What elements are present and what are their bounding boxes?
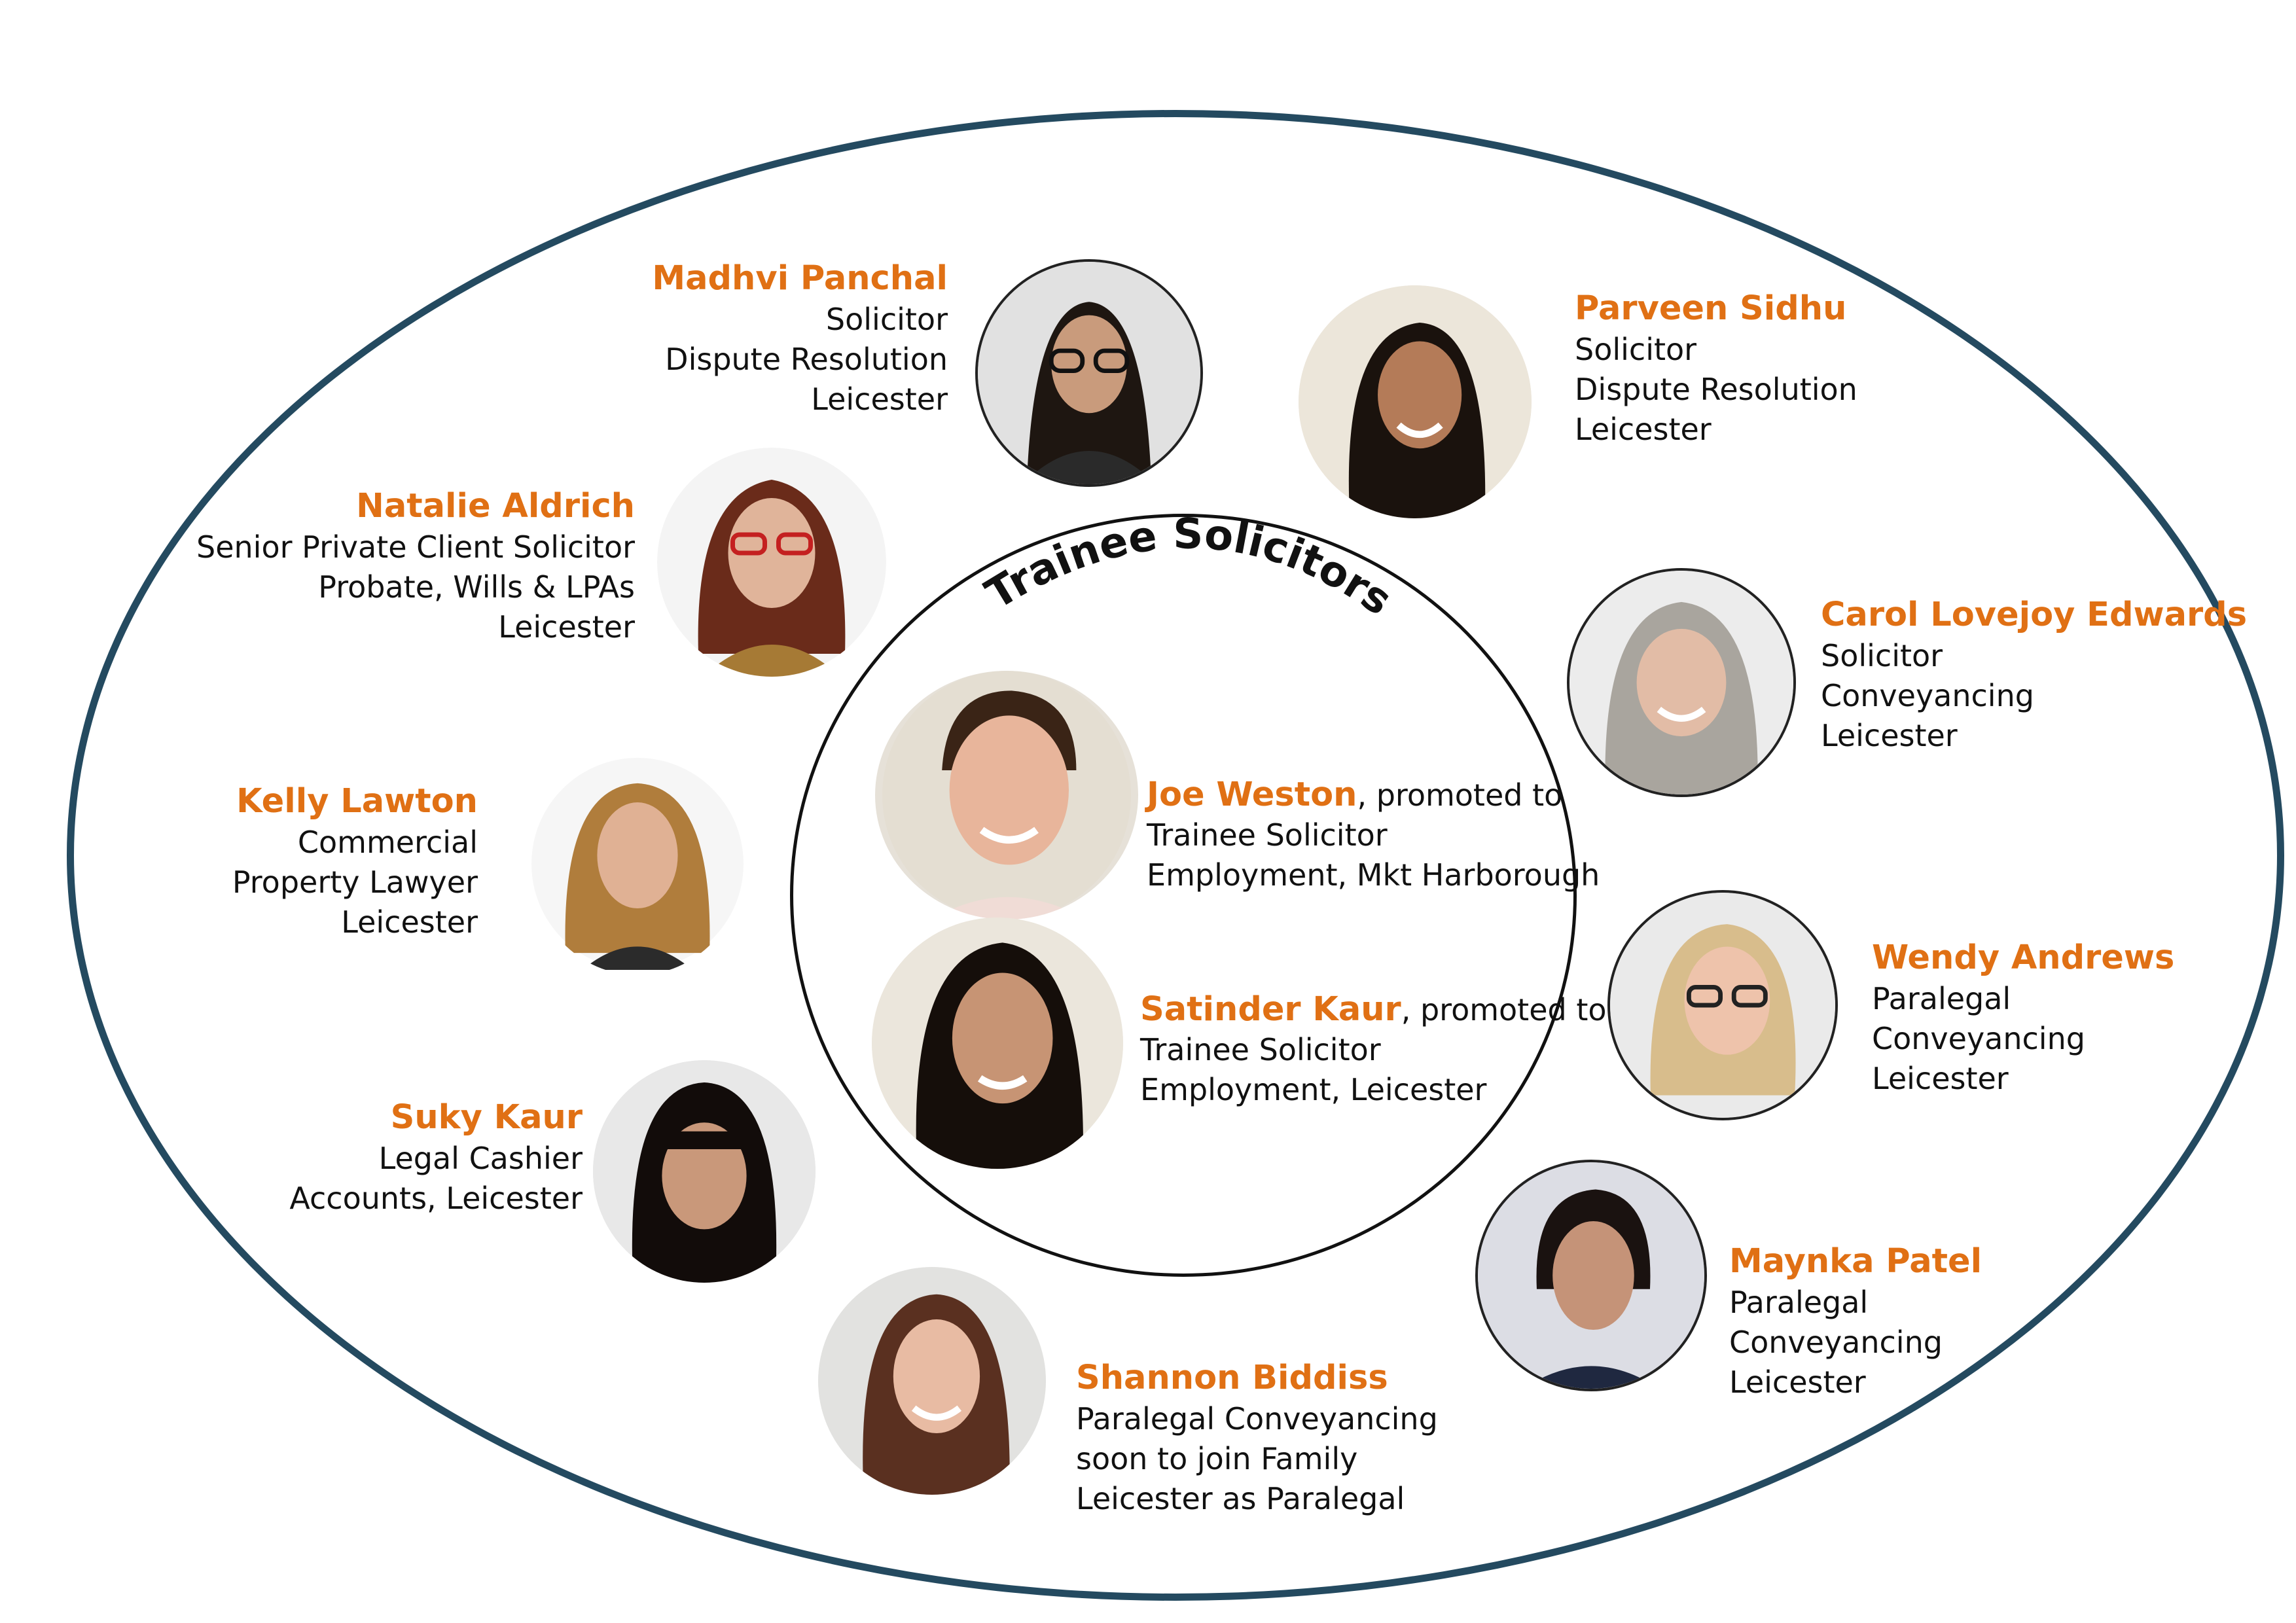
person-name: Madhvi Panchal bbox=[652, 259, 948, 298]
trainee-department: Employment, Mkt Harborough bbox=[1147, 857, 1600, 893]
person-name: Shannon Biddiss bbox=[1076, 1359, 1388, 1397]
caption-carol-lovejoy-edwards: Carol Lovejoy Edwards Solicitor Conveyan… bbox=[1821, 594, 2247, 756]
caption-wendy-andrews: Wendy Andrews Paralegal Conveyancing Lei… bbox=[1872, 937, 2174, 1099]
photo-satinder-kaur bbox=[872, 918, 1123, 1169]
trainee-promoted-text: , promoted to bbox=[1401, 992, 1607, 1027]
caption-madhvi-panchal: Madhvi Panchal Solicitor Dispute Resolut… bbox=[652, 258, 948, 419]
person-department: Accounts, Leicester bbox=[289, 1181, 583, 1216]
photo-joe-weston bbox=[875, 671, 1138, 919]
photo-parveen-sidhu bbox=[1299, 285, 1532, 518]
trainee-role: Trainee Solicitor bbox=[1140, 1032, 1381, 1067]
trainee-name: Joe Weston bbox=[1147, 776, 1357, 814]
caption-natalie-aldrich: Natalie Aldrich Senior Private Client So… bbox=[196, 486, 635, 647]
caption-suky-kaur: Suky Kaur Legal Cashier Accounts, Leices… bbox=[289, 1097, 583, 1219]
person-location: Leicester bbox=[1575, 412, 1712, 447]
person-role: Legal Cashier bbox=[378, 1141, 583, 1176]
person-name: Natalie Aldrich bbox=[356, 487, 635, 526]
person-role: Solicitor bbox=[1821, 638, 1943, 673]
person-location: Leicester as Paralegal bbox=[1076, 1481, 1405, 1516]
person-department: Probate, Wills & LPAs bbox=[318, 569, 635, 605]
person-name: Wendy Andrews bbox=[1872, 938, 2175, 977]
person-location: Leicester bbox=[498, 609, 635, 645]
person-department: Conveyancing bbox=[1729, 1325, 1943, 1360]
person-name: Carol Lovejoy Edwards bbox=[1821, 596, 2248, 634]
person-name: Kelly Lawton bbox=[236, 782, 478, 821]
caption-maynka-patel: Maynka Patel Paralegal Conveyancing Leic… bbox=[1729, 1241, 1982, 1402]
photo-madhvi-panchal bbox=[975, 259, 1203, 487]
person-name: Parveen Sidhu bbox=[1575, 289, 1847, 328]
person-role: Solicitor bbox=[825, 302, 948, 337]
caption-parveen-sidhu: Parveen Sidhu Solicitor Dispute Resoluti… bbox=[1575, 288, 1857, 450]
photo-wendy-andrews bbox=[1607, 890, 1838, 1120]
person-department: Dispute Resolution bbox=[1575, 372, 1857, 407]
person-role: Paralegal bbox=[1872, 981, 2011, 1016]
trainee-role: Trainee Solicitor bbox=[1147, 817, 1388, 853]
person-department: Dispute Resolution bbox=[665, 342, 948, 377]
photo-suky-kaur bbox=[593, 1060, 816, 1283]
photo-natalie-aldrich bbox=[657, 448, 886, 677]
trainee-promoted-text: , promoted to bbox=[1357, 777, 1563, 813]
person-role: Paralegal Conveyancing bbox=[1076, 1401, 1438, 1436]
photo-shannon-biddiss bbox=[818, 1267, 1046, 1495]
trainee-name-line: Satinder Kaur, promoted to bbox=[1140, 990, 1607, 1030]
person-role: Commercial bbox=[297, 825, 478, 860]
trainee-name-line: Joe Weston, promoted to bbox=[1147, 775, 1600, 815]
caption-joe-weston: Joe Weston, promoted to Trainee Solicito… bbox=[1147, 775, 1600, 895]
person-location: Leicester bbox=[811, 382, 948, 417]
photo-carol-lovejoy-edwards bbox=[1567, 568, 1796, 797]
trainee-name: Satinder Kaur bbox=[1140, 990, 1401, 1029]
person-department: Property Lawyer bbox=[232, 865, 478, 900]
person-name: Maynka Patel bbox=[1729, 1242, 1982, 1281]
caption-satinder-kaur: Satinder Kaur, promoted to Trainee Solic… bbox=[1140, 990, 1607, 1110]
outer-ellipse bbox=[67, 110, 2284, 1601]
person-location: Leicester bbox=[1872, 1061, 2009, 1096]
person-role: Paralegal bbox=[1729, 1285, 1869, 1320]
caption-kelly-lawton: Kelly Lawton Commercial Property Lawyer … bbox=[232, 781, 478, 942]
trainee-department: Employment, Leicester bbox=[1140, 1072, 1487, 1107]
person-department: Conveyancing bbox=[1872, 1021, 2085, 1056]
person-location: Leicester bbox=[341, 904, 478, 940]
person-name: Suky Kaur bbox=[390, 1098, 583, 1137]
photo-maynka-patel bbox=[1475, 1160, 1707, 1391]
person-role: Solicitor bbox=[1575, 332, 1697, 367]
person-department: Conveyancing bbox=[1821, 678, 2034, 713]
person-role: Senior Private Client Solicitor bbox=[196, 529, 635, 565]
photo-kelly-lawton bbox=[531, 753, 744, 975]
person-location: Leicester bbox=[1729, 1364, 1866, 1400]
person-note: soon to join Family bbox=[1076, 1441, 1358, 1476]
trainee-circle bbox=[790, 514, 1577, 1277]
person-location: Leicester bbox=[1821, 718, 1958, 753]
caption-shannon-biddiss: Shannon Biddiss Paralegal Conveyancing s… bbox=[1076, 1357, 1438, 1519]
